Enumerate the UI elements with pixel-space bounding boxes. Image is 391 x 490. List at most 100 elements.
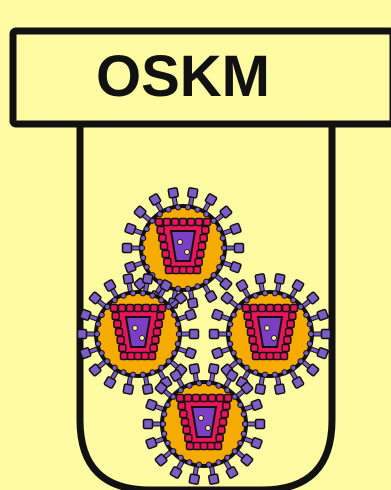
virus-envelope-dot (206, 462, 211, 467)
virus-core-bead (164, 259, 171, 266)
virus-core-bead (274, 353, 281, 360)
virus-genome (192, 407, 216, 437)
virus-envelope-dot (282, 293, 287, 298)
virus-envelope-dot (166, 207, 171, 212)
virus-envelope-dot (157, 212, 162, 217)
virus-spike-head (123, 274, 133, 284)
virus-core-bead (157, 227, 164, 234)
virus-spike-head (189, 474, 199, 484)
virus-core-bead (116, 329, 123, 336)
virus-core-bead (128, 353, 135, 360)
virus-genome-dot (199, 416, 204, 421)
virus-envelope-dot (216, 383, 221, 388)
virus-envelope-dot (175, 341, 180, 346)
virus-core-bead (135, 353, 142, 360)
virus-core-bead (182, 419, 189, 426)
virus-core-bead (208, 443, 215, 450)
virus-envelope-dot (94, 331, 99, 336)
virus-core-bead (259, 305, 266, 312)
virus-spike-head (251, 399, 263, 411)
virus-envelope-dot (304, 312, 309, 317)
virus-envelope-dot (187, 383, 192, 388)
virus-spike-head (251, 437, 263, 449)
virus-core-bead (183, 427, 190, 434)
virus-envelope-dot (226, 331, 231, 336)
virus-spike-head (255, 274, 265, 284)
virus-envelope-dot (150, 370, 155, 375)
virus-core-bead (159, 235, 166, 242)
virus-spike-head (235, 244, 244, 253)
virus-envelope-dot (99, 350, 104, 355)
virus-core-bead (202, 227, 209, 234)
virus-core-bead (142, 353, 149, 360)
virus-envelope-dot (253, 370, 258, 375)
virus-core-bead (244, 313, 251, 320)
virus-envelope-dot (237, 304, 242, 309)
virus-core-bead (196, 219, 203, 226)
virus-envelope-dot (238, 402, 243, 407)
virus-genome-dot (206, 426, 211, 431)
virus-spike-head (210, 330, 219, 339)
virus-core-bead (117, 337, 124, 344)
virus-envelope-dot (96, 341, 101, 346)
virus-core-bead (251, 345, 258, 352)
virus-spike-head (212, 309, 224, 321)
virus-spike-head (185, 347, 197, 359)
virus-envelope-dot (244, 298, 249, 303)
virus-core-bead (155, 321, 162, 328)
virus-envelope-dot (232, 449, 237, 454)
virus-core-bead (199, 243, 206, 250)
virus-core-bead (195, 259, 202, 266)
virus-spike-head (146, 437, 158, 449)
virus-genome (126, 317, 150, 347)
virus-envelope-dot (176, 331, 181, 336)
virus-envelope-dot (140, 291, 145, 296)
virus-core-bead (220, 419, 227, 426)
virus-envelope-dot (307, 322, 312, 327)
virus-core-bead (194, 267, 201, 274)
virus-envelope-dot (175, 286, 180, 291)
virus-core-bead (216, 435, 223, 442)
virus-envelope-dot (196, 381, 201, 386)
virus-envelope-dot (196, 462, 201, 467)
virus-envelope-dot (242, 421, 247, 426)
virus-genome-dot (265, 326, 270, 331)
virus-core-bead (172, 219, 179, 226)
virus-spike-head (255, 384, 265, 394)
virus-spike-head (80, 309, 92, 321)
virus-envelope-dot (262, 372, 267, 377)
virus-core-bead (173, 267, 180, 274)
virus-core-bead (177, 395, 184, 402)
virus-envelope-dot (195, 284, 200, 289)
virus-envelope-dot (304, 350, 309, 355)
virus-envelope-dot (228, 341, 233, 346)
virus-spike-head (143, 384, 153, 394)
virus-core-bead (284, 337, 291, 344)
virus-envelope-dot (165, 402, 170, 407)
virus-envelope-dot (220, 236, 225, 241)
virus-spike-head (146, 399, 158, 411)
virus-envelope-dot (150, 293, 155, 298)
virus-core-bead (180, 411, 187, 418)
virus-envelope-dot (231, 350, 236, 355)
virus-core-bead (157, 313, 164, 320)
virus-envelope-dot (204, 279, 209, 284)
virus-envelope-dot (185, 286, 190, 291)
virus-core-bead (151, 305, 158, 312)
virus-spike-head (317, 309, 329, 321)
virus-core-bead (154, 329, 161, 336)
virus-core-bead (282, 345, 289, 352)
virus-core-bead (162, 251, 169, 258)
virus-core-bead (121, 353, 128, 360)
virus-genome-dot (133, 326, 138, 331)
virus-envelope-dot (220, 255, 225, 260)
virus-core-bead (217, 395, 224, 402)
virus-core-bead (149, 353, 156, 360)
tube-label: OSKM (96, 44, 270, 109)
virus-core-bead (251, 305, 258, 312)
virus-envelope-dot (159, 298, 164, 303)
virus-envelope-dot (206, 381, 211, 386)
virus-envelope-dot (130, 291, 135, 296)
virus-genome-dot (272, 336, 277, 341)
virus-core-bead (143, 305, 150, 312)
